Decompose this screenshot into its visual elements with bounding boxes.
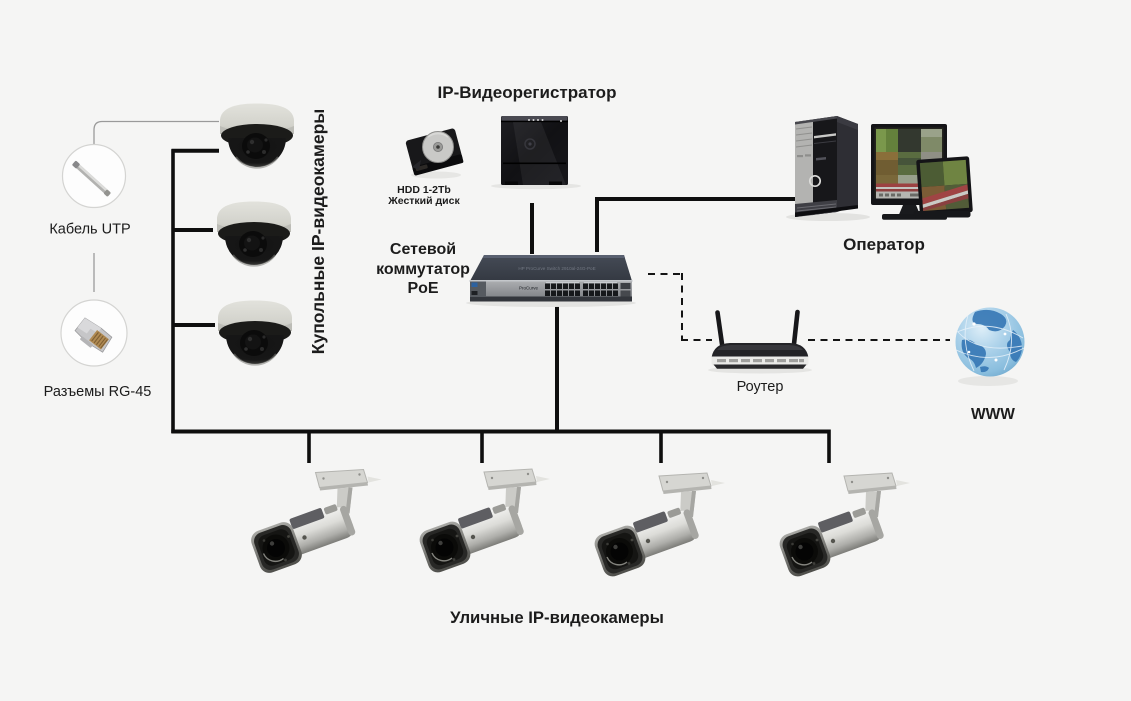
svg-text:Жесткий диск: Жесткий диск (387, 195, 460, 207)
svg-text:WWW: WWW (971, 406, 1015, 423)
svg-text:HDD 1-2Tb: HDD 1-2Tb (397, 184, 451, 196)
svg-text:Роутер: Роутер (737, 379, 784, 395)
svg-text:Уличные IP-видеокамеры: Уличные IP-видеокамеры (450, 608, 664, 627)
svg-text:HP ProCurve Switch 2910al-24G-: HP ProCurve Switch 2910al-24G-PoE (518, 266, 595, 271)
svg-text:IP-Видеорегистратор: IP-Видеорегистратор (438, 83, 617, 102)
svg-text:ProCurve: ProCurve (519, 286, 539, 291)
svg-text:коммутатор: коммутатор (376, 261, 470, 278)
svg-text:Кабель UTP: Кабель UTP (49, 222, 130, 238)
svg-text:Купольные IP-видеокамеры: Купольные IP-видеокамеры (308, 109, 328, 354)
svg-text:PoE: PoE (407, 280, 438, 297)
svg-text:Разъемы RG-45: Разъемы RG-45 (44, 384, 152, 400)
svg-text:Сетевой: Сетевой (390, 241, 456, 258)
svg-text:Оператор: Оператор (843, 235, 925, 254)
